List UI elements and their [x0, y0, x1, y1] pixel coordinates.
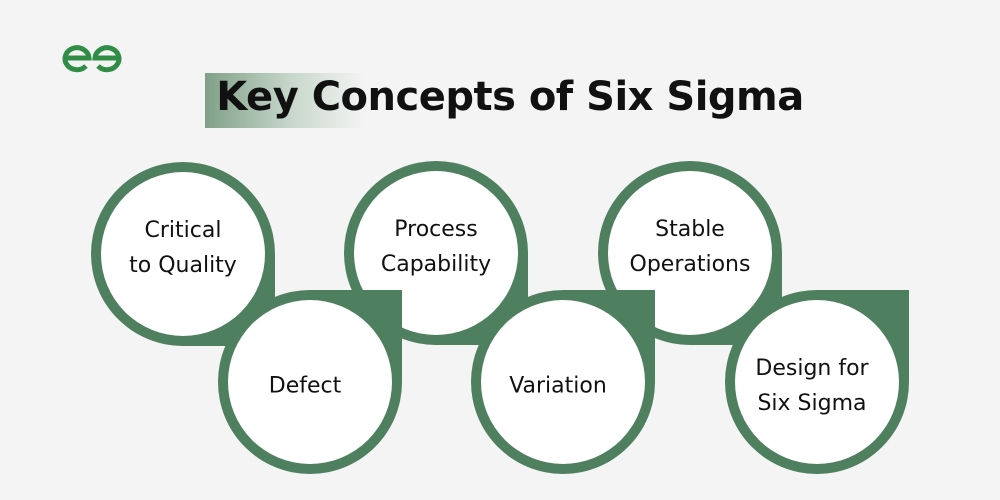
concept-label-line: Operations — [629, 252, 751, 277]
concept-label-line: Capability — [380, 252, 492, 277]
concept-label: Variation — [473, 369, 643, 404]
title-highlight — [205, 73, 365, 128]
concept-label: Defect — [220, 369, 390, 404]
concept-label-line: Variation — [509, 373, 607, 399]
concept-node-shape — [725, 290, 909, 474]
concept-node-shape — [218, 290, 402, 474]
gfg-logo-icon — [62, 45, 122, 73]
concept-label-line: Critical — [144, 218, 222, 243]
concept-label-line: Design for — [755, 356, 869, 381]
concept-label-line: Six Sigma — [757, 391, 867, 416]
concept-label-line: Stable — [655, 217, 725, 242]
concept-node-shape — [471, 290, 655, 474]
page-title: Key Concepts of Six Sigma — [216, 74, 804, 120]
concept-label-line: to Quality — [129, 253, 237, 278]
concept-label-line: Defect — [268, 373, 342, 399]
concept-label: Critical to Quality — [98, 213, 268, 283]
concept-label-line: Process — [394, 217, 478, 242]
